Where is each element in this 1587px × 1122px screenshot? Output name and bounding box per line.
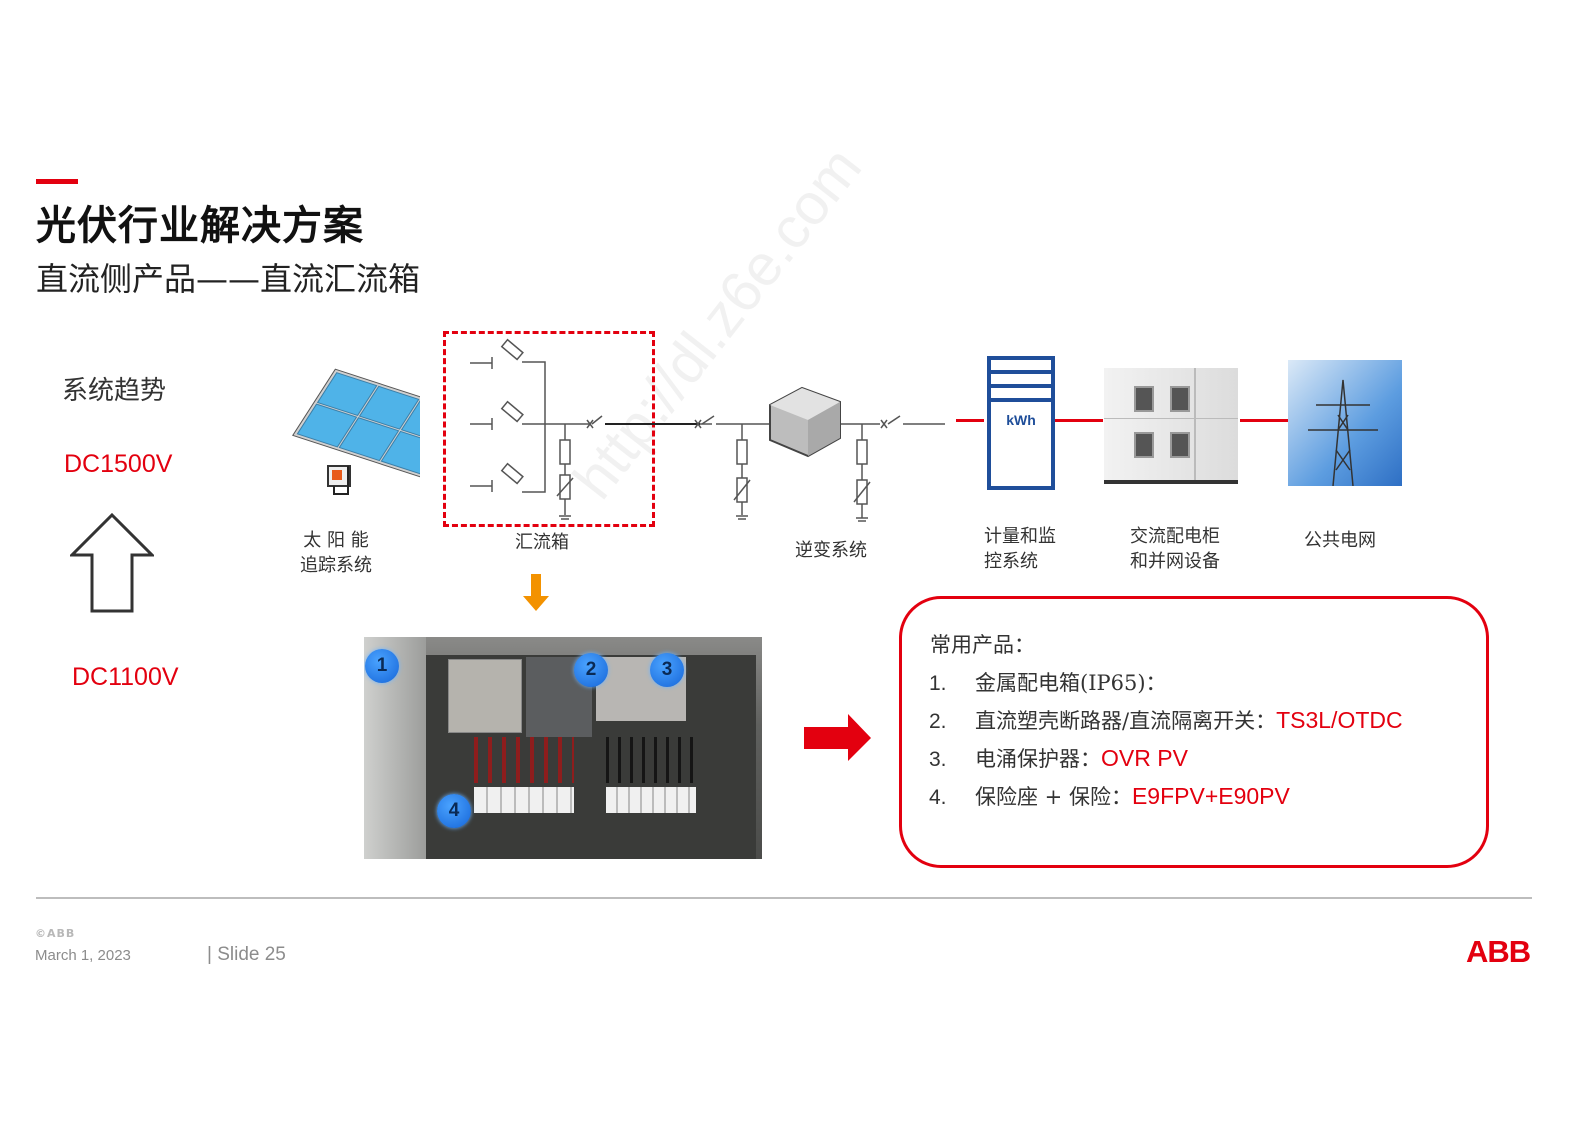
combiner-box-highlight (443, 331, 655, 527)
single-line-diagram (470, 338, 945, 522)
trend-label: 系统趋势 (62, 376, 167, 406)
power-grid-tower-icon (1288, 360, 1402, 486)
ac-cabinet-label: 交流配电柜 和并网设备 (1130, 524, 1220, 574)
connector-line (1055, 419, 1103, 422)
common-products-box: 常用产品： 1. 金属配电箱(IP65)： 2. 直流塑壳断路器/直流隔离开关：TS… (899, 596, 1489, 868)
metering-label-line2: 控系统 (984, 551, 1038, 572)
tracker-label-line1: 太 阳 能 (303, 530, 369, 551)
product-num: 3. (929, 748, 947, 771)
up-arrow-icon (70, 513, 154, 613)
product-text: 保险座 + 保险： (975, 785, 1132, 809)
trend-low-voltage: DC1100V (72, 663, 179, 691)
right-arrow-icon (804, 714, 871, 761)
grid-label: 公共电网 (1304, 530, 1376, 551)
metering-label-line1: 计量和监 (984, 526, 1056, 547)
ac-cabinet-label-line2: 和并网设备 (1130, 551, 1220, 572)
abb-logo: ABB (1466, 934, 1531, 969)
product-num: 2. (929, 710, 947, 733)
footer-date: March 1, 2023 (35, 947, 131, 964)
photo-badge-2: 2 (574, 653, 608, 687)
meter-text: kWh (1006, 412, 1036, 428)
product-item: 2. 直流塑壳断路器/直流隔离开关：TS3L/OTDC (929, 705, 1403, 735)
product-num: 4. (929, 786, 947, 809)
photo-badge-4: 4 (437, 794, 471, 828)
products-title: 常用产品： (930, 633, 1035, 657)
combiner-label: 汇流箱 (515, 532, 569, 553)
ac-cabinet-icon (1104, 368, 1238, 484)
combiner-box-photo: 1 2 3 4 (364, 637, 762, 859)
product-value: OVR PV (1101, 745, 1188, 771)
product-item: 3. 电涌保护器：OVR PV (929, 743, 1188, 773)
photo-badge-1: 1 (365, 649, 399, 683)
page-title: 光伏行业解决方案 (36, 203, 364, 249)
product-item: 1. 金属配电箱(IP65)： (929, 667, 1167, 697)
product-value: E9FPV+E90PV (1131, 783, 1290, 809)
product-text: 电涌保护器： (975, 747, 1101, 771)
down-arrow-icon (523, 574, 549, 611)
metering-label: 计量和监 控系统 (984, 524, 1056, 574)
tracker-label: 太 阳 能 追踪系统 (296, 528, 376, 578)
connector-line (1240, 419, 1288, 422)
product-text: 金属配电箱(IP65)： (975, 671, 1167, 695)
inverter-icon (769, 386, 841, 458)
product-num: 1. (929, 672, 947, 695)
ac-cabinet-label-line1: 交流配电柜 (1130, 526, 1220, 547)
title-accent-bar (36, 179, 78, 184)
kwh-meter-icon: kWh (987, 356, 1055, 490)
tracker-label-line2: 追踪系统 (300, 555, 372, 576)
inverter-label: 逆变系统 (795, 540, 867, 561)
footer-divider (36, 897, 1532, 899)
connector-line (956, 419, 984, 422)
footer-copyright: ©ABB (35, 927, 76, 940)
solar-panel-icon (292, 368, 420, 495)
trend-high-voltage: DC1500V (64, 450, 173, 478)
photo-badge-3: 3 (650, 653, 684, 687)
footer-slide-number: | Slide 25 (207, 944, 286, 965)
product-item: 4. 保险座 + 保险：E9FPV+E90PV (929, 781, 1290, 811)
product-text: 直流塑壳断路器/直流隔离开关： (975, 709, 1277, 733)
product-value: TS3L/OTDC (1276, 707, 1403, 733)
page-subtitle: 直流侧产品——直流汇流箱 (36, 260, 421, 298)
